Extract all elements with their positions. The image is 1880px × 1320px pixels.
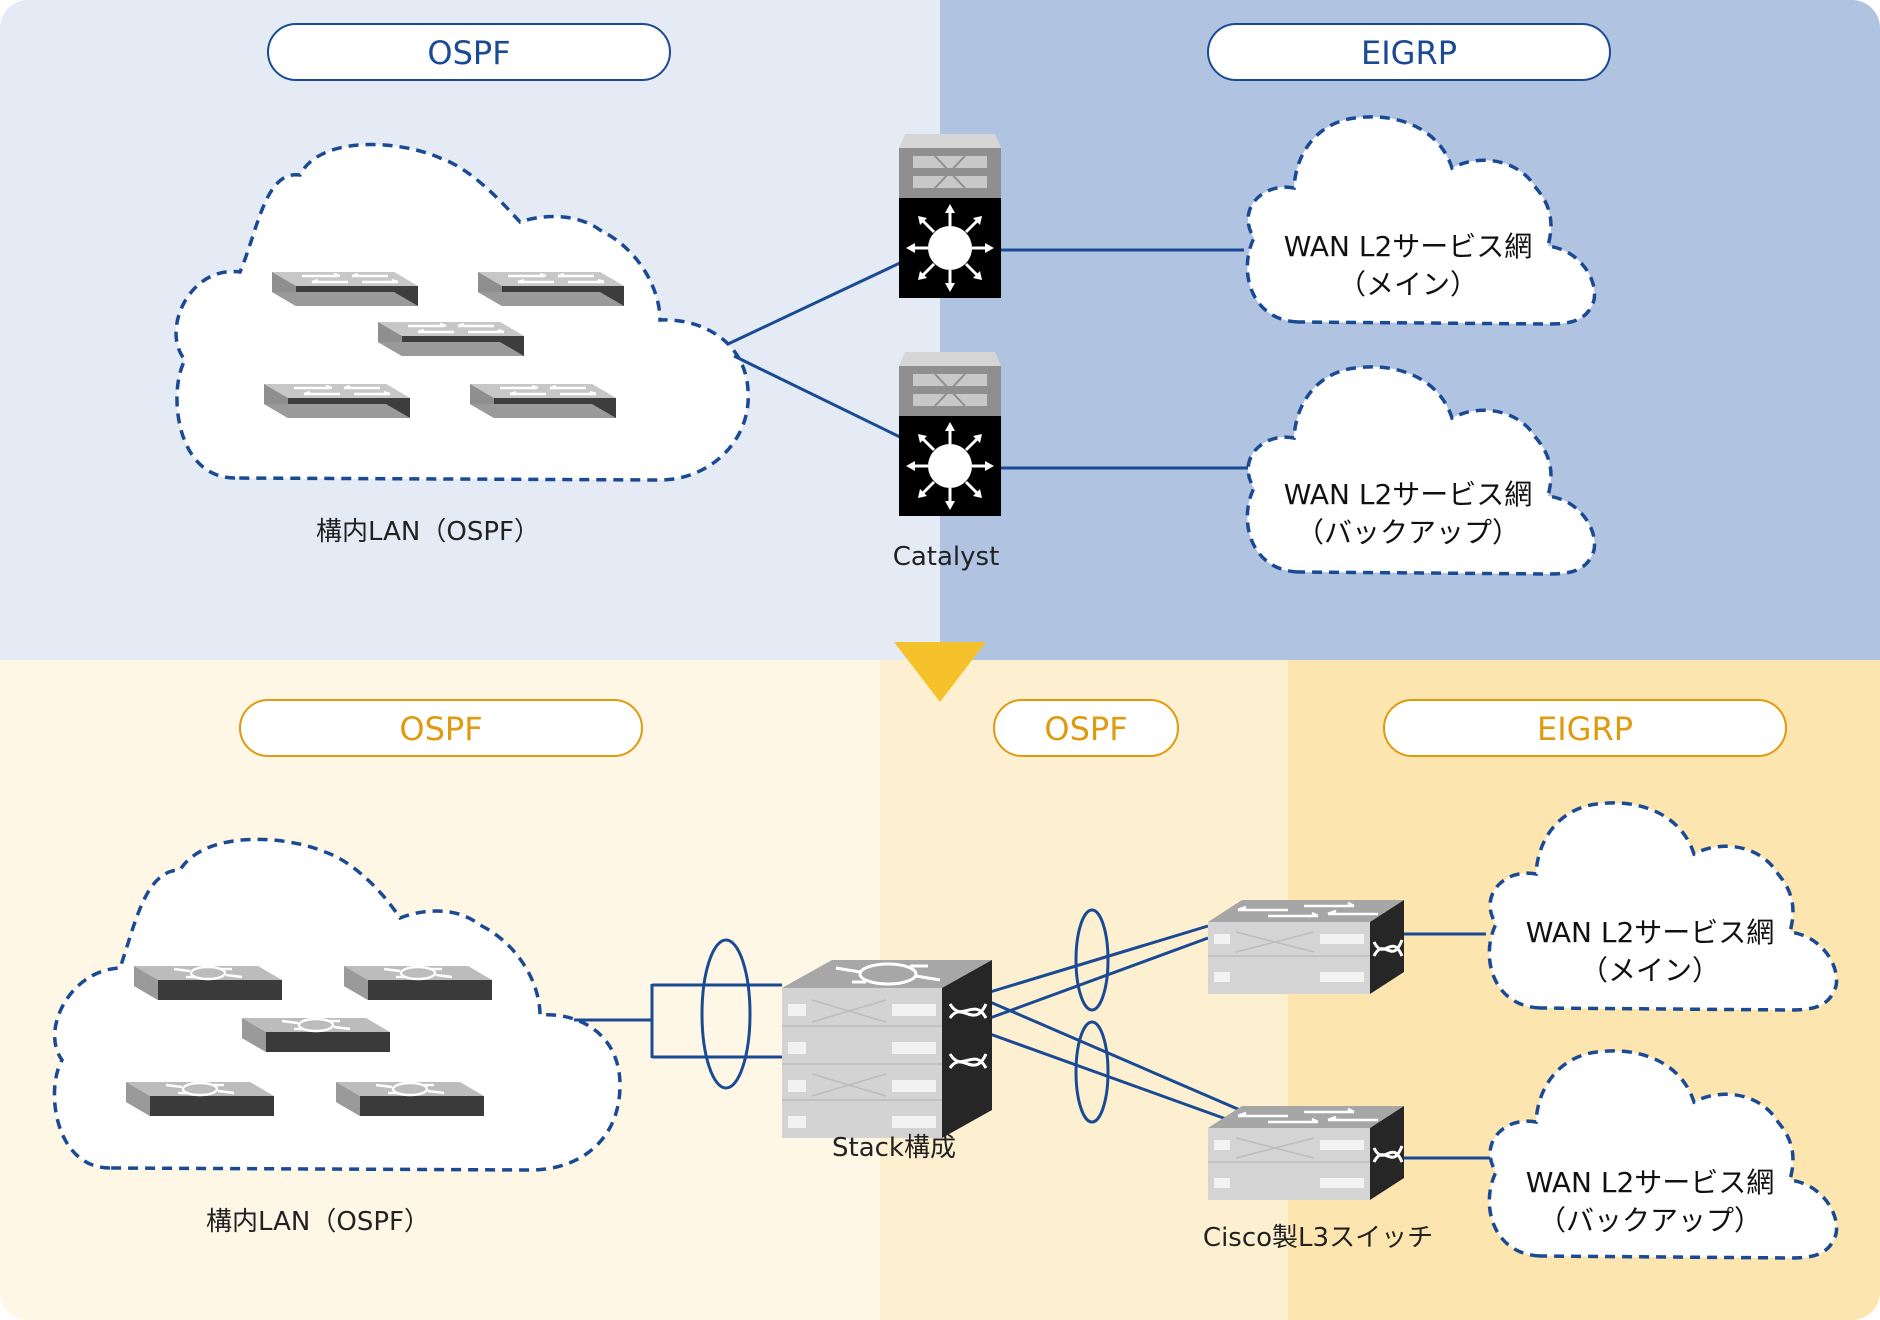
after-wan-backup-line1: WAN L2サービス網 xyxy=(1526,1166,1775,1199)
stack-label: Stack構成 xyxy=(832,1133,956,1163)
transition-arrow-icon xyxy=(894,642,986,702)
before-lan-switch-1 xyxy=(270,270,420,308)
after-wan-main-line1: WAN L2サービス網 xyxy=(1526,916,1775,949)
after-link-stack-cisco2-b xyxy=(989,1032,1241,1126)
before-ospf-pill: OSPF xyxy=(267,23,671,81)
after-lag-upper-ring xyxy=(1074,908,1110,1012)
after-lan-switch-3 xyxy=(240,1016,392,1054)
before-link-lan-catalyst1 xyxy=(727,260,903,346)
stack-switch-icon xyxy=(780,958,994,1140)
after-lan-switch-5 xyxy=(334,1080,486,1118)
before-link-lan-catalyst2 xyxy=(733,354,903,440)
before-lan-switch-3 xyxy=(376,320,526,358)
catalyst-router-1-icon xyxy=(897,132,1003,300)
after-lag-lower-ring xyxy=(1074,1020,1110,1124)
after-lan-switch-1 xyxy=(132,964,284,1002)
cisco-l3-switch-1-icon xyxy=(1206,898,1406,996)
before-wan-backup-line2: （バックアップ） xyxy=(1296,516,1520,549)
after-ospf-middle-pill: OSPF xyxy=(993,699,1179,757)
after-lan-switch-4 xyxy=(124,1080,276,1118)
cisco-switch-label: Cisco製L3スイッチ xyxy=(1203,1223,1433,1253)
before-wan-main-cloud xyxy=(1245,115,1597,326)
after-wan-main-cloud xyxy=(1487,801,1839,1012)
before-eigrp-label: EIGRP xyxy=(1361,34,1457,72)
before-eigrp-pill: EIGRP xyxy=(1207,23,1611,81)
after-lan-label: 構内LAN（OSPF） xyxy=(206,1207,430,1237)
after-wan-main-line2: （メイン） xyxy=(1580,954,1720,987)
cisco-l3-switch-2-icon xyxy=(1206,1104,1406,1202)
catalyst-router-2-icon xyxy=(897,350,1003,518)
after-eigrp-pill: EIGRP xyxy=(1383,699,1787,757)
before-wan-main-line2: （メイン） xyxy=(1338,268,1478,301)
after-link-stack-cisco1-a xyxy=(989,924,1209,994)
after-wan-backup-cloud xyxy=(1487,1049,1839,1260)
after-link-stack-cisco1-b xyxy=(989,936,1209,1020)
after-ospf-left-pill: OSPF xyxy=(239,699,643,757)
before-wan-backup-cloud xyxy=(1245,365,1597,576)
after-ospf-middle-label: OSPF xyxy=(1044,710,1127,748)
before-wan-main-line1: WAN L2サービス網 xyxy=(1284,230,1533,263)
after-ospf-left-label: OSPF xyxy=(399,710,482,748)
after-eigrp-label: EIGRP xyxy=(1537,710,1633,748)
after-wan-backup-line2: （バックアップ） xyxy=(1538,1204,1762,1237)
after-lag-lan-ring xyxy=(700,938,752,1090)
before-wan-backup-line1: WAN L2サービス網 xyxy=(1284,478,1533,511)
before-lan-label: 構内LAN（OSPF） xyxy=(316,517,540,547)
before-lan-switch-4 xyxy=(262,382,412,420)
after-link-stack-cisco2-a xyxy=(989,1000,1241,1112)
after-lan-switch-2 xyxy=(342,964,494,1002)
before-lan-switch-5 xyxy=(468,382,618,420)
catalyst-label: Catalyst xyxy=(893,542,1000,572)
before-lan-switch-2 xyxy=(476,270,626,308)
before-ospf-label: OSPF xyxy=(427,34,510,72)
